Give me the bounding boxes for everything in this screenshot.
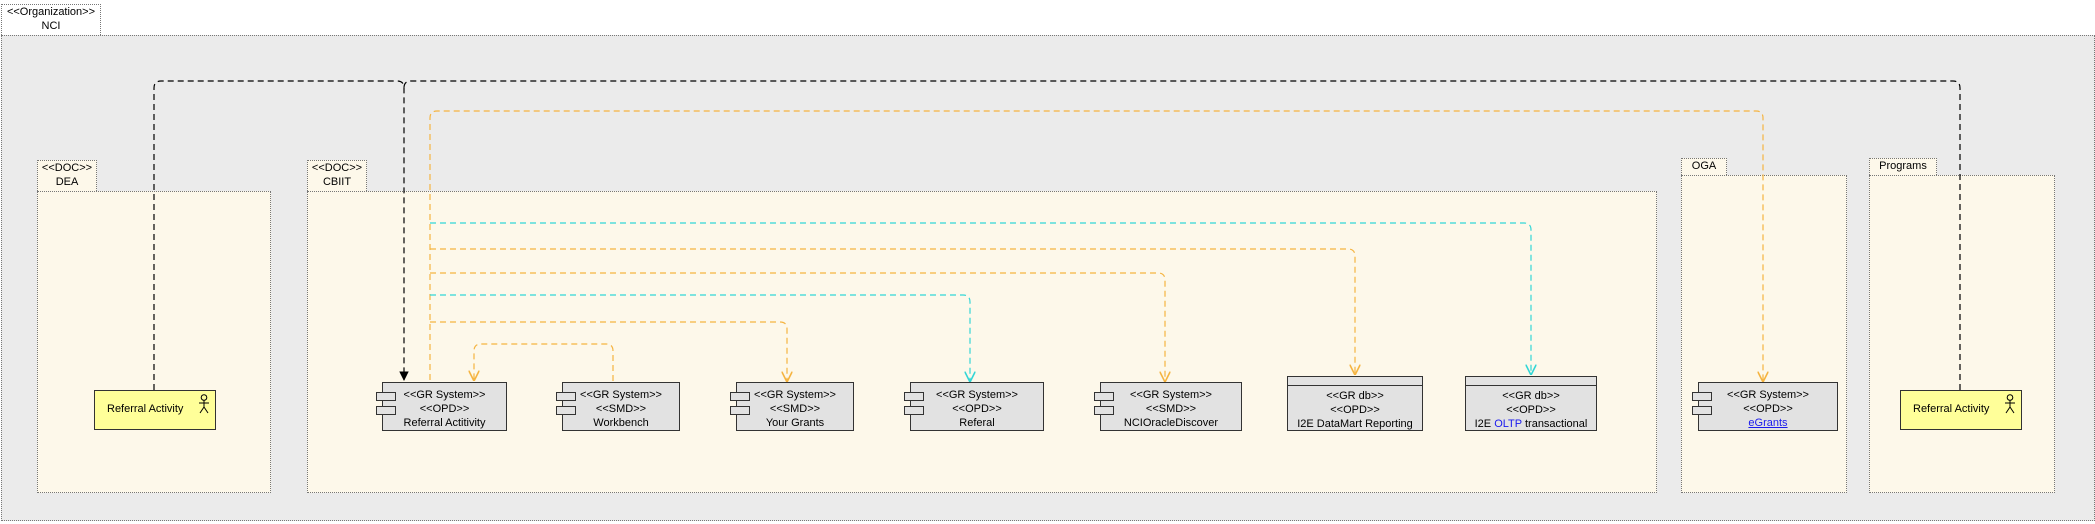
database-stereotype: <<GR db>> bbox=[1502, 390, 1560, 402]
component-stereotype-2: <<OPD>> bbox=[419, 403, 470, 415]
component-stereotype-2: <<SMD>> bbox=[769, 403, 821, 415]
cbiit-package[interactable] bbox=[307, 191, 1657, 493]
stick-figure-icon bbox=[199, 394, 209, 414]
cbiit-name: CBIIT bbox=[322, 176, 352, 188]
programs-package[interactable] bbox=[1869, 175, 2055, 493]
component-icon bbox=[376, 392, 396, 401]
database-i2e-oltp-transactional[interactable]: <<GR db>> <<OPD>> I2E OLTP transactional bbox=[1465, 376, 1597, 431]
component-stereotype: <<GR System>> bbox=[1727, 389, 1809, 401]
component-icon bbox=[730, 406, 750, 415]
organization-tab: <<Organization>> NCI bbox=[1, 4, 101, 35]
component-name: Referral Actitivity bbox=[403, 417, 486, 429]
component-egrants[interactable]: <<GR System>> <<OPD>> eGrants bbox=[1692, 382, 1838, 431]
component-your-grants[interactable]: <<GR System>> <<SMD>> Your Grants bbox=[730, 382, 854, 431]
dea-stereotype: <<DOC>> bbox=[41, 162, 93, 174]
organization-name: NCI bbox=[41, 20, 61, 32]
component-icon bbox=[556, 392, 576, 401]
database-name-prefix: I2E bbox=[1474, 418, 1495, 430]
oga-name: OGA bbox=[1691, 160, 1717, 172]
component-name: Your Grants bbox=[765, 417, 825, 429]
component-stereotype: <<GR System>> bbox=[754, 389, 836, 401]
component-icon bbox=[1692, 392, 1712, 401]
database-name: I2E DataMart Reporting bbox=[1297, 418, 1413, 430]
component-stereotype: <<GR System>> bbox=[936, 389, 1018, 401]
actor-label: Referral Activity bbox=[1913, 403, 1990, 415]
component-stereotype-2: <<SMD>> bbox=[595, 403, 647, 415]
edge-dea-to-referral bbox=[153, 80, 409, 390]
component-icon bbox=[556, 406, 576, 415]
component-workbench[interactable]: <<GR System>> <<SMD>> Workbench bbox=[556, 382, 680, 431]
component-stereotype: <<GR System>> bbox=[403, 389, 486, 401]
edge-workbench-to-referral bbox=[474, 343, 614, 381]
dea-package[interactable] bbox=[37, 191, 271, 493]
egrants-link[interactable]: eGrants bbox=[1748, 417, 1788, 429]
oga-tab: OGA bbox=[1681, 158, 1727, 175]
component-icon bbox=[1094, 392, 1114, 401]
organization-stereotype: <<Organization>> bbox=[6, 6, 96, 18]
component-stereotype: <<GR System>> bbox=[1130, 389, 1212, 401]
component-icon bbox=[904, 406, 924, 415]
actor-dea-referral-activity[interactable]: Referral Activity bbox=[94, 390, 216, 430]
component-stereotype-2: <<SMD>> bbox=[1145, 403, 1197, 415]
edge-referral-to-oraclediscover bbox=[430, 272, 1165, 381]
component-icon bbox=[376, 406, 396, 415]
component-stereotype-2: <<OPD>> bbox=[1743, 403, 1793, 415]
database-icon bbox=[1288, 377, 1422, 386]
component-icon bbox=[1692, 406, 1712, 415]
database-stereotype-2: <<OPD>> bbox=[1330, 404, 1380, 416]
component-stereotype: <<GR System>> bbox=[580, 389, 662, 401]
component-referal[interactable]: <<GR System>> <<OPD>> Referal bbox=[904, 382, 1044, 431]
database-name-suffix: transactional bbox=[1521, 418, 1588, 430]
database-name: I2E OLTP transactional bbox=[1466, 417, 1596, 431]
edge-referral-to-egrants bbox=[429, 110, 1763, 381]
stick-figure-icon bbox=[2005, 394, 2015, 414]
component-name: Workbench bbox=[593, 417, 649, 429]
dea-tab: <<DOC>> DEA bbox=[37, 160, 97, 191]
component-referral-activity[interactable]: <<GR System>> <<OPD>> Referral Actitivit… bbox=[376, 382, 507, 431]
component-icon bbox=[1094, 406, 1114, 415]
oltp-link[interactable]: OLTP bbox=[1494, 418, 1522, 430]
edge-referral-to-i2e-datamart bbox=[430, 248, 1355, 374]
database-stereotype: <<GR db>> bbox=[1326, 390, 1384, 402]
database-stereotype-2: <<OPD>> bbox=[1506, 404, 1556, 416]
oga-package[interactable] bbox=[1681, 175, 1847, 493]
actor-programs-referral-activity[interactable]: Referral Activity bbox=[1900, 390, 2022, 430]
component-icon bbox=[730, 392, 750, 401]
programs-tab: Programs bbox=[1869, 158, 1937, 175]
database-icon bbox=[1466, 377, 1596, 386]
component-nci-oracle-discover[interactable]: <<GR System>> <<SMD>> NCIOracleDiscover bbox=[1094, 382, 1242, 431]
cbiit-tab: <<DOC>> CBIIT bbox=[307, 160, 367, 191]
edge-referral-to-i2e-oltp bbox=[430, 222, 1531, 374]
component-name: NCIOracleDiscover bbox=[1123, 417, 1219, 429]
component-name: Referal bbox=[959, 417, 995, 429]
edge-programs-to-referral bbox=[403, 80, 1961, 390]
edge-referral-to-yourgrants bbox=[430, 321, 787, 381]
edge-referral-to-referal bbox=[430, 294, 970, 381]
actor-label: Referral Activity bbox=[107, 403, 184, 415]
programs-name: Programs bbox=[1879, 160, 1927, 172]
database-i2e-datamart-reporting[interactable]: <<GR db>> <<OPD>> I2E DataMart Reporting bbox=[1287, 376, 1423, 431]
component-stereotype-2: <<OPD>> bbox=[952, 403, 1002, 415]
cbiit-stereotype: <<DOC>> bbox=[311, 162, 363, 174]
dea-name: DEA bbox=[55, 176, 79, 188]
component-icon bbox=[904, 392, 924, 401]
